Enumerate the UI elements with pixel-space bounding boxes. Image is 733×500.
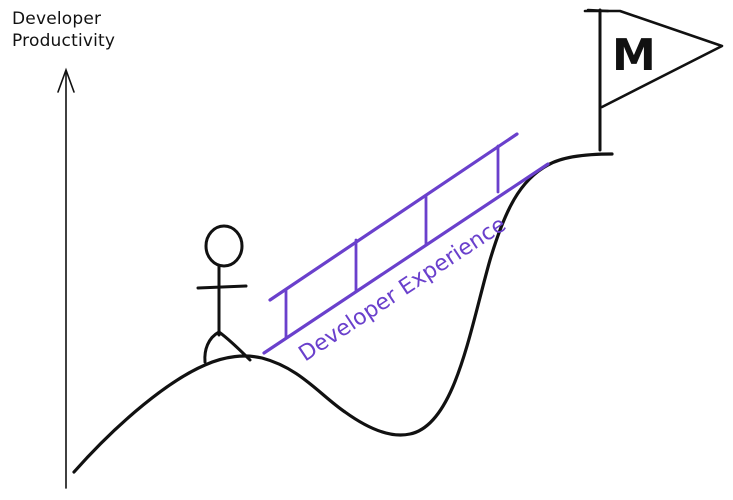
bridge-rail	[268, 132, 519, 302]
y-axis	[57, 67, 75, 489]
flag-top	[586, 8, 610, 13]
flag-label: M	[612, 30, 656, 81]
y-axis-arrowhead	[57, 67, 75, 93]
bridge	[262, 132, 550, 355]
y-axis-label-line1: Developer	[12, 9, 102, 29]
flag	[583, 8, 724, 152]
figure-arms	[196, 284, 248, 290]
figure-right-leg	[217, 330, 252, 362]
y-axis-label: Developer Productivity	[12, 8, 115, 52]
y-axis-label-line2: Productivity	[12, 31, 116, 51]
stick-figure	[196, 224, 252, 364]
bridge-label: Developer Experience	[295, 212, 511, 367]
figure-head	[204, 224, 244, 268]
figure-left-leg	[203, 330, 221, 364]
terrain-line	[72, 152, 614, 474]
bridge-deck	[262, 162, 550, 355]
